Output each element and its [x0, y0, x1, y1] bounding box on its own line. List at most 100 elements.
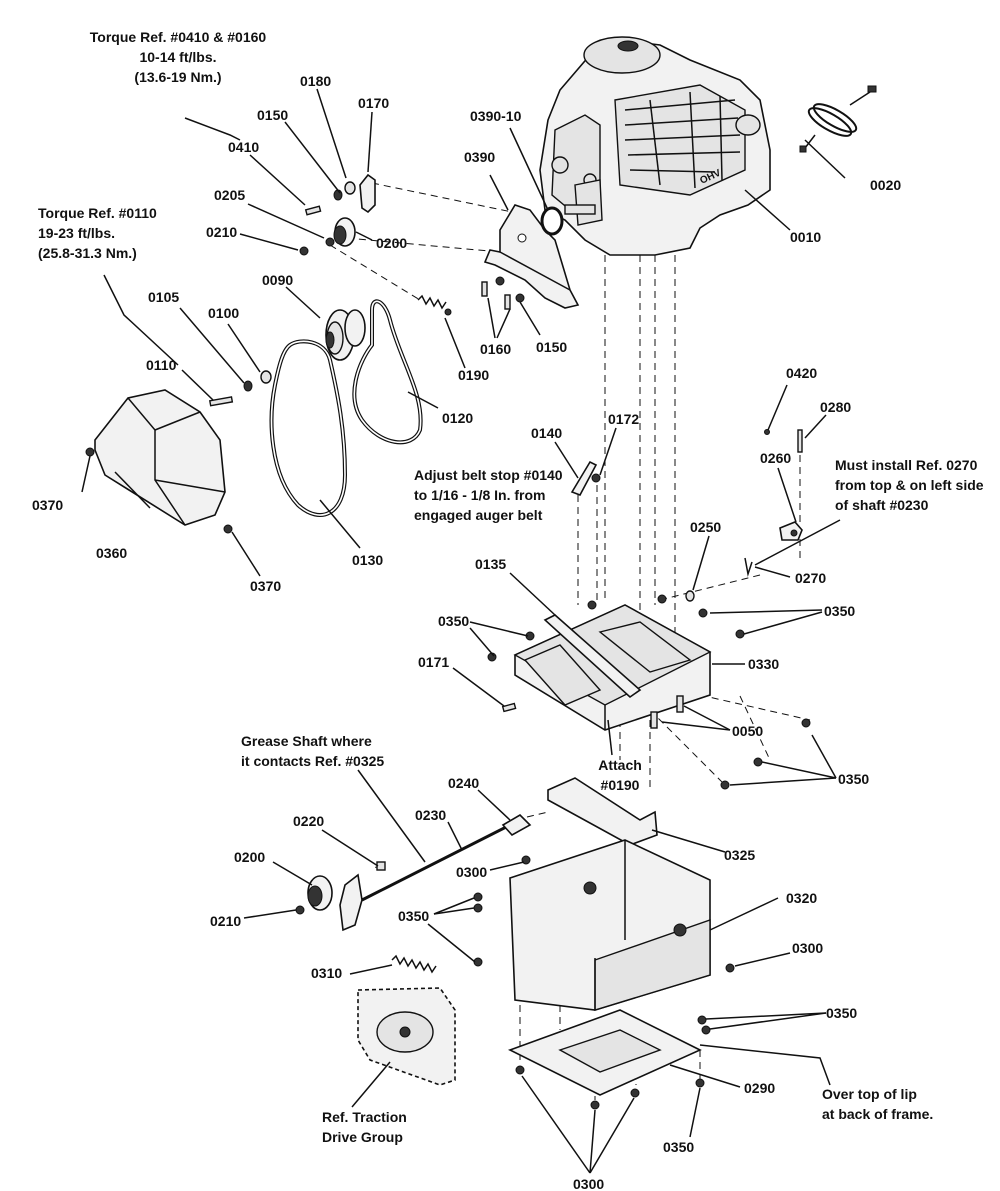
label-0230: 0230: [415, 807, 446, 823]
label-0320: 0320: [786, 890, 817, 906]
bracket-0170: [359, 173, 376, 214]
label-0350a: 0350: [824, 603, 855, 619]
label-0200b: 0200: [234, 849, 265, 865]
label-0170: 0170: [358, 95, 389, 111]
screw-0370-lower: [223, 524, 233, 534]
label-0290: 0290: [744, 1080, 775, 1096]
label-0300a: 0300: [456, 864, 487, 880]
note-torque-0410-line3: (13.6-19 Nm.): [134, 69, 221, 85]
note-lip-line1: Over top of lip: [822, 1086, 917, 1102]
label-0120: 0120: [442, 410, 473, 426]
pulley-0200-upper: [333, 217, 356, 247]
note-install-0270: Must install Ref. 0270 from top & on lef…: [835, 457, 984, 513]
note-traction-line2: Drive Group: [322, 1129, 403, 1145]
note-belt-stop: Adjust belt stop #0140 to 1/16 - 1/8 In.…: [414, 467, 563, 523]
label-0410: 0410: [228, 139, 259, 155]
note-grease: Grease Shaft where it contacts Ref. #032…: [241, 733, 384, 769]
washer-0105: [243, 380, 253, 392]
label-0310: 0310: [311, 965, 342, 981]
nut-0210-upper: [299, 246, 309, 256]
label-0350e: 0350: [826, 1005, 857, 1021]
label-0050: 0050: [732, 723, 763, 739]
bolts-0160: [481, 281, 511, 310]
label-0370a: 0370: [32, 497, 63, 513]
note-torque-0110: Torque Ref. #0110 19-23 ft/lbs. (25.8-31…: [38, 205, 157, 261]
washer-0100: [260, 370, 272, 384]
traction-drive-group: [357, 987, 456, 1086]
washer-0180: [344, 181, 356, 195]
label-0160: 0160: [480, 341, 511, 357]
belt-0120: [352, 299, 423, 445]
screws-0350-mount: [487, 594, 811, 790]
washer-0250: [685, 590, 695, 602]
seal-0390-10: [540, 206, 564, 236]
note-lip: Over top of lip at back of frame.: [822, 1086, 933, 1122]
note-torque-0110-line2: 19-23 ft/lbs.: [38, 225, 115, 241]
label-0130: 0130: [352, 552, 383, 568]
label-0220: 0220: [293, 813, 324, 829]
bolts-0050: [650, 695, 684, 729]
spring-0310: [391, 954, 437, 974]
bolt-0110: [208, 396, 234, 407]
base-plate-0290: [507, 1009, 702, 1096]
clip-0270: [744, 557, 753, 577]
label-0330: 0330: [748, 656, 779, 672]
label-0172: 0172: [608, 411, 639, 427]
label-0110: 0110: [146, 357, 177, 373]
note-traction: Ref. Traction Drive Group: [322, 1109, 407, 1145]
bolt-0410: [304, 205, 322, 216]
label-0190: 0190: [458, 367, 489, 383]
label-0150a: 0150: [257, 107, 288, 123]
label-0420: 0420: [786, 365, 817, 381]
bracket-0220: [339, 861, 386, 932]
label-0135: 0135: [475, 556, 506, 572]
belt-cover-0360: [94, 389, 226, 526]
label-0300b: 0300: [792, 940, 823, 956]
note-torque-0410: Torque Ref. #0410 & #0160 10-14 ft/lbs. …: [90, 29, 267, 85]
label-0350d: 0350: [398, 908, 429, 924]
label-0350f: 0350: [663, 1139, 694, 1155]
note-torque-0110-line1: Torque Ref. #0110: [38, 205, 157, 221]
label-0390-10: 0390-10: [470, 108, 522, 124]
label-0210a: 0210: [206, 224, 237, 240]
shaft-0230: [361, 818, 521, 902]
label-0390: 0390: [464, 149, 495, 165]
note-attach: Attach #0190: [598, 757, 642, 793]
cable-0020: [799, 85, 877, 153]
note-install-0270-line1: Must install Ref. 0270: [835, 457, 978, 473]
note-torque-0410-line1: Torque Ref. #0410 & #0160: [90, 29, 267, 45]
pin-0280: [797, 429, 803, 453]
bushing-0240: [501, 813, 532, 837]
note-attach-line2: #0190: [601, 777, 640, 793]
screws-0350-frame: [473, 892, 711, 1088]
bracket-0260: [779, 521, 803, 541]
label-0100: 0100: [208, 305, 239, 321]
label-0150b: 0150: [536, 339, 567, 355]
label-0020: 0020: [870, 177, 901, 193]
note-torque-0110-line3: (25.8-31.3 Nm.): [38, 245, 137, 261]
screws-0300-frame: [515, 855, 735, 1110]
pin-0420: [764, 429, 770, 435]
label-0250: 0250: [690, 519, 721, 535]
label-0205: 0205: [214, 187, 245, 203]
label-0325: 0325: [724, 847, 755, 863]
note-torque-0410-line2: 10-14 ft/lbs.: [139, 49, 216, 65]
note-lip-line2: at back of frame.: [822, 1106, 933, 1122]
note-install-0270-line3: of shaft #0230: [835, 497, 929, 513]
belt-0130: [269, 339, 348, 517]
label-0300c: 0300: [573, 1176, 604, 1191]
nut-0205: [325, 237, 335, 247]
label-0200a: 0200: [376, 235, 407, 251]
label-0210b: 0210: [210, 913, 241, 929]
leader-lines: [81, 88, 846, 1174]
note-traction-line1: Ref. Traction: [322, 1109, 407, 1125]
label-0171: 0171: [418, 654, 449, 670]
label-0240: 0240: [448, 775, 479, 791]
note-belt-stop-line2: to 1/16 - 1/8 In. from: [414, 487, 545, 503]
belt-stop-0140: [570, 460, 598, 496]
note-grease-line2: it contacts Ref. #0325: [241, 753, 384, 769]
label-0270: 0270: [795, 570, 826, 586]
part-labels: 0180 0170 0150 0410 0205 0210 0200 0090 …: [32, 73, 901, 1191]
label-0350c: 0350: [838, 771, 869, 787]
